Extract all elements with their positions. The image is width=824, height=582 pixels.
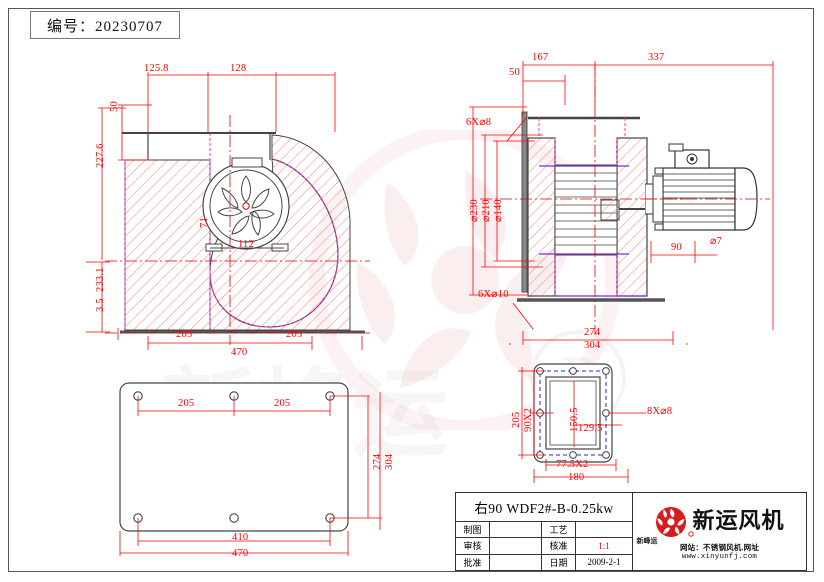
dim-71: 71	[199, 217, 210, 228]
dim-phi230: ⌀230	[469, 199, 480, 222]
plan-dim-410: 410	[232, 532, 249, 543]
detail-dim-77-5x2: 77.5X2	[556, 459, 589, 470]
dim-phi140: ⌀140	[493, 199, 504, 222]
dim-50-side: 50	[509, 67, 520, 78]
logo-row: 新峰运 新运风机	[636, 505, 785, 545]
sheet-border	[8, 8, 814, 572]
label-riqi: 日期	[542, 554, 576, 570]
dim-128: 128	[230, 63, 247, 74]
logo-subtext: 新峰运	[636, 536, 658, 545]
dim-phi210: ⌀210	[481, 199, 492, 222]
label-6x-phi10: 6X⌀10	[478, 289, 509, 300]
detail-dim-205: 205	[511, 411, 522, 428]
value-pizhun[interactable]	[490, 554, 542, 570]
plan-dim-470: 470	[232, 548, 249, 559]
impeller-wheel	[202, 157, 290, 252]
detail-label-8x-phi8: 8X⌀8	[647, 406, 673, 417]
dim-337: 337	[648, 52, 665, 63]
dim-125-8: 125.8	[144, 63, 169, 74]
detail-dim-129-5: 129.5	[578, 423, 603, 434]
value-zhitu[interactable]	[490, 522, 542, 538]
dim-205-left: 205	[176, 329, 193, 340]
website-url: www.xinyunfj.com	[681, 552, 758, 561]
title-block-row: 审核 核准 1:1	[456, 538, 632, 555]
side-elevation-view	[517, 111, 665, 302]
title-block-row: 制图 工艺	[456, 522, 632, 539]
dim-50: 50	[109, 101, 120, 112]
dim-304: 304	[584, 340, 601, 351]
drawing-number-box: 编号：20230707	[30, 11, 180, 39]
value-date[interactable]: 2009-2-1	[587, 557, 621, 568]
front-centerlines	[105, 115, 370, 345]
label-shenhe: 审核	[456, 538, 490, 554]
title-block: 右90 WDF2#-B-0.25kw 制图 工艺 审核 核准 1:1 批准 日期…	[455, 492, 807, 571]
value-shenhe[interactable]	[490, 538, 542, 554]
label-gongyi: 工艺	[542, 522, 576, 538]
brand-name: 新运风机	[692, 508, 785, 534]
plan-dim-205-right: 205	[274, 398, 291, 409]
value-scale[interactable]: 1:1	[598, 540, 610, 551]
dim-233-1: 233.1	[95, 267, 106, 292]
detail-dim-180: 180	[568, 472, 585, 483]
company-logo-icon: 新峰运	[636, 505, 695, 545]
company-branding: 新峰运 新运风机 网站：不锈钢风机.网址 www.xinyunfj.com	[633, 493, 806, 570]
dim-227-6: 227.6	[95, 143, 106, 168]
dim-phi7: ⌀7	[710, 236, 722, 247]
dim-274: 274	[584, 327, 601, 338]
dim-90: 90	[671, 242, 682, 253]
plan-dim-274: 274	[372, 453, 383, 470]
flange-detail-view	[533, 363, 613, 463]
drawing-number-text: 编号：20230707	[46, 18, 163, 35]
plan-dim-205-left: 205	[178, 398, 195, 409]
plan-dimension-lines	[119, 392, 382, 556]
label-hezhun: 核准	[542, 538, 576, 554]
label-pizhun: 批准	[456, 554, 490, 570]
flange-dimension-lines	[518, 367, 646, 483]
dim-112: 112	[238, 239, 254, 250]
dim-205-right: 205	[286, 329, 303, 340]
detail-dim-90x2: 90X2	[523, 407, 534, 432]
dim-3-5: 3.5	[95, 298, 106, 312]
label-6x-phi8: 6X⌀8	[466, 117, 492, 128]
dim-167: 167	[532, 52, 549, 63]
model-designation: 右90 WDF2#-B-0.25kw	[456, 493, 632, 522]
value-gongyi[interactable]	[576, 522, 632, 537]
side-dimension-lines	[469, 61, 774, 345]
website-label: 网站：不锈钢风机.网址	[679, 542, 760, 552]
title-block-left: 右90 WDF2#-B-0.25kw 制图 工艺 审核 核准 1:1 批准 日期…	[456, 493, 633, 570]
plan-dim-304: 304	[384, 453, 395, 470]
title-block-row: 批准 日期 2009-2-1	[456, 554, 632, 570]
label-zhitu: 制图	[456, 522, 490, 538]
dim-470: 470	[231, 347, 248, 358]
front-dimension-lines	[86, 72, 363, 350]
